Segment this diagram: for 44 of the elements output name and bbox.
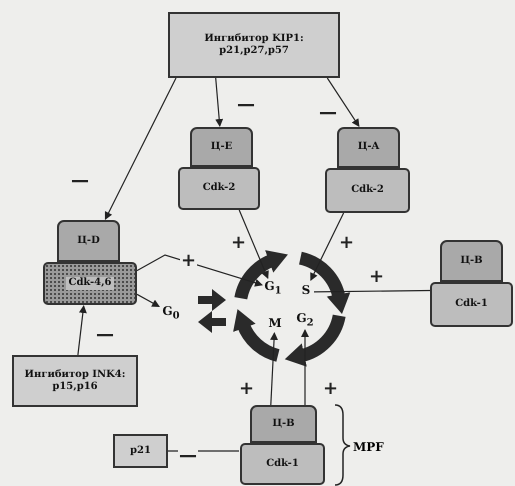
inhibitor-box bbox=[113, 434, 168, 468]
node-label: Cdk-4,6 bbox=[66, 277, 114, 290]
connector-line bbox=[314, 290, 430, 292]
node-label: Ц-D bbox=[77, 234, 100, 248]
arrow bbox=[326, 78, 360, 128]
phase-label: G$_{1}$ bbox=[264, 278, 282, 298]
cyclin-box bbox=[250, 405, 317, 443]
connector-line bbox=[168, 450, 239, 452]
phase-label: G$_{0}$ bbox=[162, 304, 180, 322]
node-label: Cdk-2 bbox=[351, 184, 384, 197]
cyclin-box bbox=[57, 220, 120, 262]
node-label: Ингибитор INK4: p15,p16 bbox=[24, 368, 126, 394]
node-label: Ц-B bbox=[272, 418, 295, 430]
node-label: Ц-A bbox=[358, 141, 380, 154]
kinase-box bbox=[430, 282, 513, 327]
cyclin-box bbox=[337, 127, 400, 168]
arrow bbox=[77, 305, 87, 356]
arrow bbox=[270, 332, 278, 406]
arrow bbox=[301, 329, 309, 405]
cyclin-box bbox=[440, 240, 503, 282]
phase-label: S bbox=[302, 282, 310, 298]
kinase-box bbox=[43, 262, 137, 305]
arrow bbox=[136, 294, 160, 308]
node-label: Ц-E bbox=[210, 140, 232, 154]
node-label: p21 bbox=[130, 444, 151, 458]
inhibitor-box bbox=[12, 355, 138, 407]
arrow bbox=[136, 254, 263, 287]
arrow bbox=[104, 78, 177, 220]
node-label: Cdk-1 bbox=[455, 298, 488, 311]
phase-label: G$_{2}$ bbox=[296, 310, 314, 330]
node-label: Ингибитор KIP1: p21,p27,p57 bbox=[203, 32, 305, 58]
kinase-box bbox=[325, 168, 410, 213]
node-label: Ц-B bbox=[460, 254, 483, 268]
kinase-box bbox=[178, 167, 260, 210]
complex-label: MPF bbox=[353, 440, 384, 454]
kinase-box bbox=[240, 443, 325, 485]
arrow bbox=[310, 212, 344, 281]
inhibitor-box bbox=[168, 12, 340, 78]
phase-label: M bbox=[268, 316, 282, 330]
arrow bbox=[238, 210, 269, 280]
node-label: Cdk-1 bbox=[266, 458, 299, 470]
node-label: Cdk-2 bbox=[202, 182, 236, 195]
cyclin-box bbox=[190, 127, 253, 167]
arrow bbox=[215, 78, 224, 127]
